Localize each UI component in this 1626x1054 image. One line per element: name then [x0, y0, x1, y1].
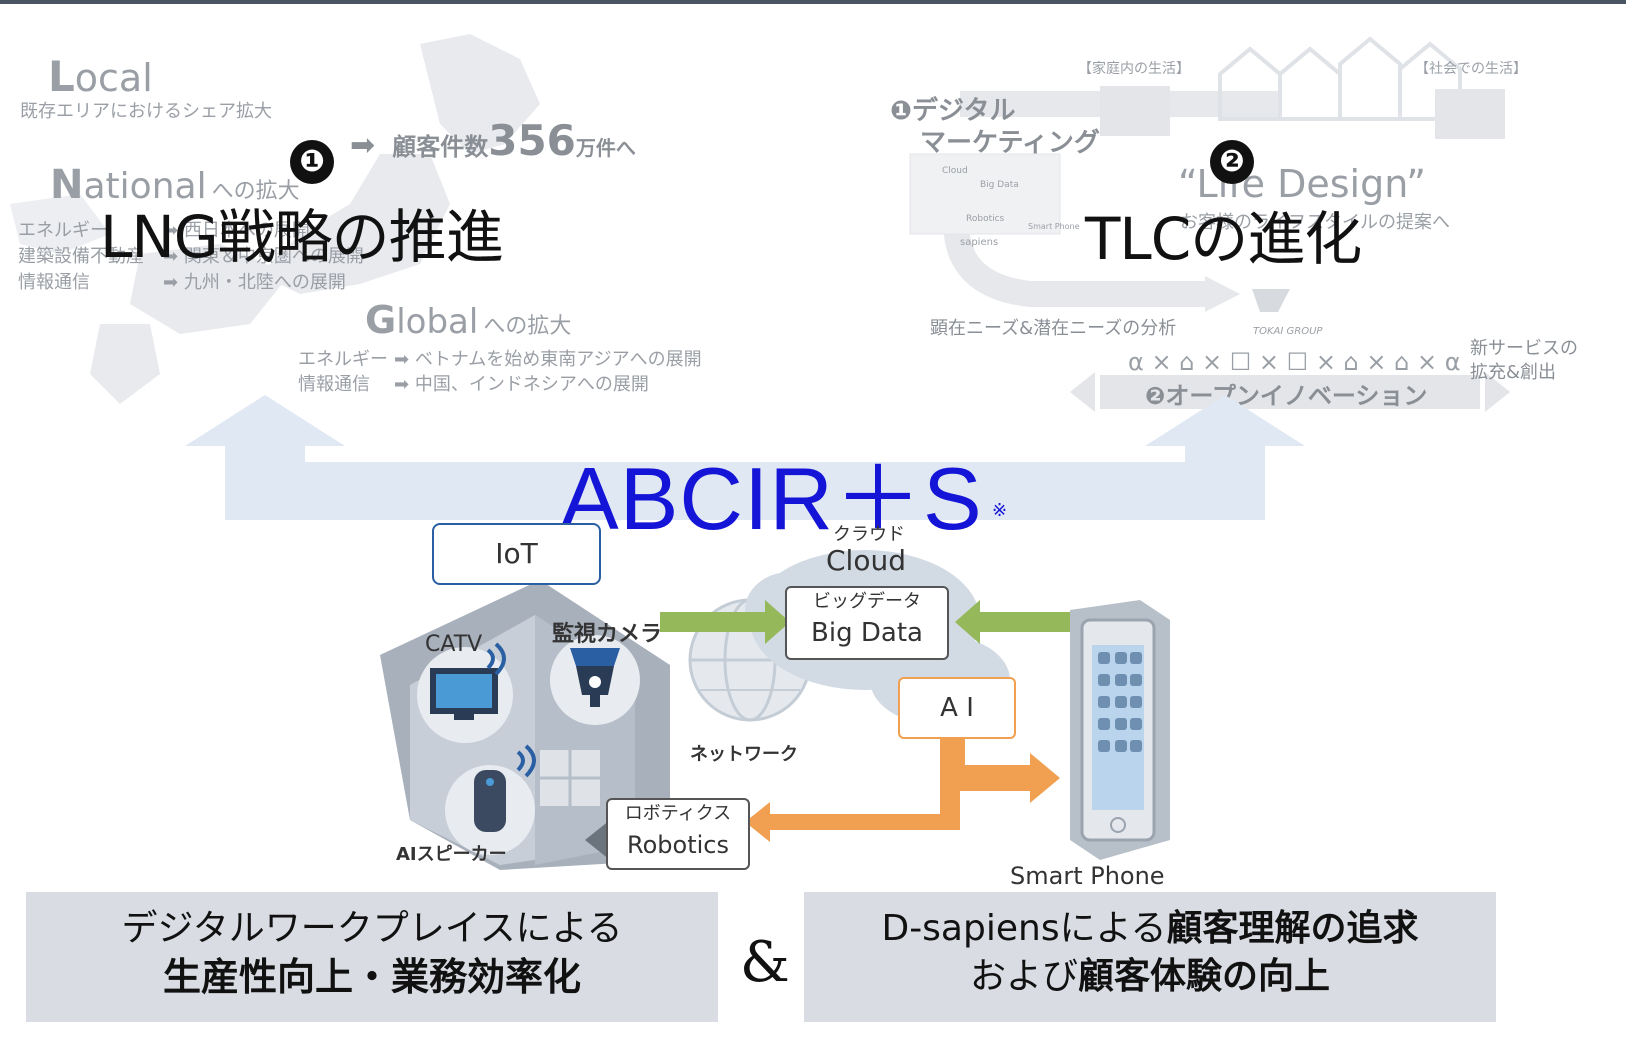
camera-label: 監視カメラ	[552, 622, 663, 647]
national-row: 建築設備不動産➡ 関東＆中京圏への展開	[18, 246, 364, 267]
top-rule	[0, 0, 1626, 4]
mini-smartphone-label: Smart Phone	[1028, 222, 1080, 231]
ai-speaker-label: AIスピーカー	[396, 844, 507, 865]
right-up-arrow	[765, 395, 1305, 520]
orange-arrow-right	[945, 735, 1060, 803]
global-rows: エネルギー➡ ベトナムを始め東南アジアへの展開 情報通信➡ 中国、インドネシアへ…	[298, 347, 702, 397]
left-up-arrow	[185, 395, 775, 520]
green-arrow-left	[660, 600, 790, 644]
mini-sapiens-label: sapiens	[960, 237, 999, 248]
new-service-line2: 拡充&創出	[1470, 362, 1557, 383]
green-arrow-right	[955, 600, 1070, 644]
cloud-en-label: Cloud	[826, 544, 906, 577]
needs-analysis-label: 顕在ニーズ&潜在ニーズの分析	[930, 318, 1177, 339]
social-life-label: 【社会での生活】	[1415, 61, 1527, 77]
ampersand: &	[740, 930, 790, 995]
mini-robotics-label: Robotics	[966, 214, 1005, 224]
left-panel: Local 既存エリアにおけるシェア拡大 ➡ 顧客件数356万件へ Nation…	[0, 4, 760, 414]
mini-cloud-label: Cloud	[942, 166, 968, 176]
local-subtitle: 既存エリアにおけるシェア拡大	[20, 101, 272, 122]
customer-count: ➡ 顧客件数356万件へ	[350, 116, 636, 165]
digital-workplace-line1: デジタルワークプレイスによる	[121, 908, 623, 949]
abcir-title: ABCIR＋S	[560, 449, 983, 548]
iot-box: IoT	[432, 523, 601, 585]
strategy-2-badge: ❷	[1210, 140, 1254, 184]
new-service-line1: 新サービスの	[1470, 338, 1578, 359]
cloud-jp-label: クラウド	[833, 524, 905, 545]
national-row: エネルギー➡ 西日本への展開	[18, 220, 310, 241]
robotics-en-label: Robotics	[627, 831, 729, 859]
d-sapiens-line2: および顧客体験の向上	[804, 952, 1496, 1002]
smartphone-icon	[1070, 600, 1170, 860]
national-rows: エネルギー➡ 西日本への展開 建築設備不動産➡ 関東＆中京圏への展開 情報通信➡…	[18, 218, 364, 296]
d-sapiens-line1-bold: 顧客理解の追求	[1166, 908, 1419, 949]
iot-label: IoT	[495, 537, 538, 570]
orange-arrow-down	[745, 735, 960, 842]
big-data-jp-label: ビッグデータ	[813, 591, 921, 612]
global-heading: Global への拡大	[365, 298, 572, 342]
strategy-1-badge: ❶	[290, 140, 334, 184]
home-life-label: 【家庭内の生活】	[1078, 61, 1190, 77]
digital-marketing-line1: ❶デジタル	[890, 96, 1016, 126]
japan-map-illustration	[10, 34, 540, 404]
robotics-jp-label: ロボティクス	[624, 803, 732, 824]
local-heading: Local	[48, 52, 153, 101]
gray-arrow-left	[585, 820, 610, 860]
tlc-evolution-title: TLCの進化	[1085, 205, 1362, 273]
digital-workplace-line2: 生産性向上・業務効率化	[162, 955, 581, 999]
connector-arrows	[185, 395, 1305, 520]
catv-label: CATV	[425, 632, 483, 657]
digital-workplace-box: デジタルワークプレイスによる 生産性向上・業務効率化	[26, 892, 718, 1022]
national-heading: National への拡大	[50, 162, 300, 208]
alpha-row: α × ⌂ × ☐ × ☐ × ⌂ × ⌂ × α	[1128, 348, 1461, 376]
global-row: エネルギー➡ ベトナムを始め東南アジアへの展開	[298, 349, 702, 370]
open-innovation-label: ❷オープンイノベーション	[1145, 382, 1428, 410]
d-sapiens-line2-bold: 顧客体験の向上	[1078, 956, 1331, 997]
tokai-group-label: TOKAI GROUP	[1253, 326, 1323, 337]
right-panel: 【家庭内の生活】 【社会での生活】 ❶デジタル マーケティング Cloud Bi…	[880, 4, 1620, 414]
network-label: ネットワーク	[690, 744, 798, 765]
big-data-box: ビッグデータ Big Data	[785, 586, 949, 660]
smartphone-label: Smart Phone	[1010, 862, 1165, 890]
global-row: 情報通信➡ 中国、インドネシアへの展開	[298, 374, 649, 395]
big-data-en-label: Big Data	[811, 618, 923, 648]
ai-label: A I	[940, 693, 974, 723]
mini-bigdata-label: Big Data	[980, 180, 1019, 190]
d-sapiens-line1: D-sapiensによる顧客理解の追求	[804, 892, 1496, 952]
lng-strategy-title: LNG戦略の推進	[100, 203, 504, 271]
ai-box: A I	[898, 677, 1016, 739]
lifestyle-illustration	[909, 36, 1510, 412]
d-sapiens-line2-normal: および	[969, 956, 1078, 997]
abcir-footnote-mark: ※	[992, 500, 1008, 521]
lifestyle-proposal-label: お客様のライフスタイルの提案へ	[1180, 212, 1450, 233]
robotics-box: ロボティクス Robotics	[606, 798, 750, 870]
d-sapiens-box: D-sapiensによる顧客理解の追求 および顧客体験の向上	[804, 892, 1496, 1022]
digital-marketing-line2: マーケティング	[920, 128, 1100, 158]
d-sapiens-line1-normal: D-sapiensによる	[881, 908, 1167, 949]
national-row: 情報通信➡ 九州・北陸への展開	[18, 272, 346, 293]
